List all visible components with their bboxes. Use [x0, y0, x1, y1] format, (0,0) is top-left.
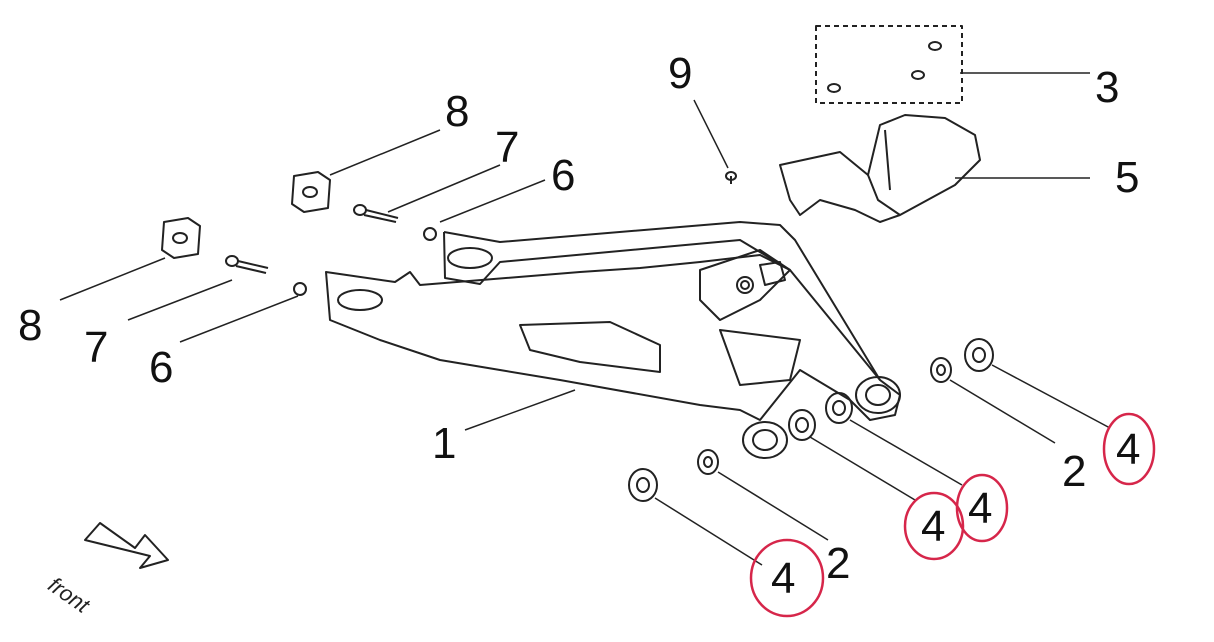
bolt-upper — [353, 204, 399, 223]
callout-7-lower: 7 — [84, 323, 109, 372]
bearing-right-top — [964, 338, 994, 372]
bolt-lower — [225, 255, 269, 274]
callout-1: 1 — [432, 419, 457, 468]
callout-2-right: 2 — [1062, 447, 1087, 496]
nut-upper — [423, 227, 437, 241]
callout-7-upper: 7 — [495, 123, 520, 172]
washer-right — [930, 357, 952, 383]
chain-guard-part — [779, 114, 981, 223]
swingarm-part — [325, 221, 901, 459]
adjuster-block-upper — [291, 171, 331, 213]
nut-lower — [293, 282, 307, 296]
bearing-center-left — [788, 409, 816, 441]
screw-part — [725, 171, 737, 184]
callout-6-upper: 6 — [551, 151, 576, 200]
callout-2-left: 2 — [826, 539, 851, 588]
callout-6-lower: 6 — [149, 343, 174, 392]
callout-8-upper: 8 — [445, 87, 470, 136]
hardware-kit-box — [815, 25, 963, 104]
bearing-center-right — [825, 392, 853, 424]
leader-lines — [59, 72, 1111, 566]
callout-4-right: 4 — [1116, 425, 1141, 474]
front-arrow-icon — [84, 522, 169, 569]
callout-8-lower: 8 — [18, 301, 43, 350]
callout-4-center-right: 4 — [968, 484, 993, 533]
hardware-screws — [827, 41, 942, 93]
washer-left — [697, 449, 719, 475]
callout-9: 9 — [668, 49, 693, 98]
callout-4-left: 4 — [771, 554, 796, 603]
callout-5: 5 — [1115, 153, 1140, 202]
callout-3: 3 — [1095, 63, 1120, 112]
bearing-left — [628, 468, 658, 502]
adjuster-block-lower — [161, 217, 201, 259]
callout-4-center-left: 4 — [921, 502, 946, 551]
highlight-circles — [749, 412, 1156, 618]
